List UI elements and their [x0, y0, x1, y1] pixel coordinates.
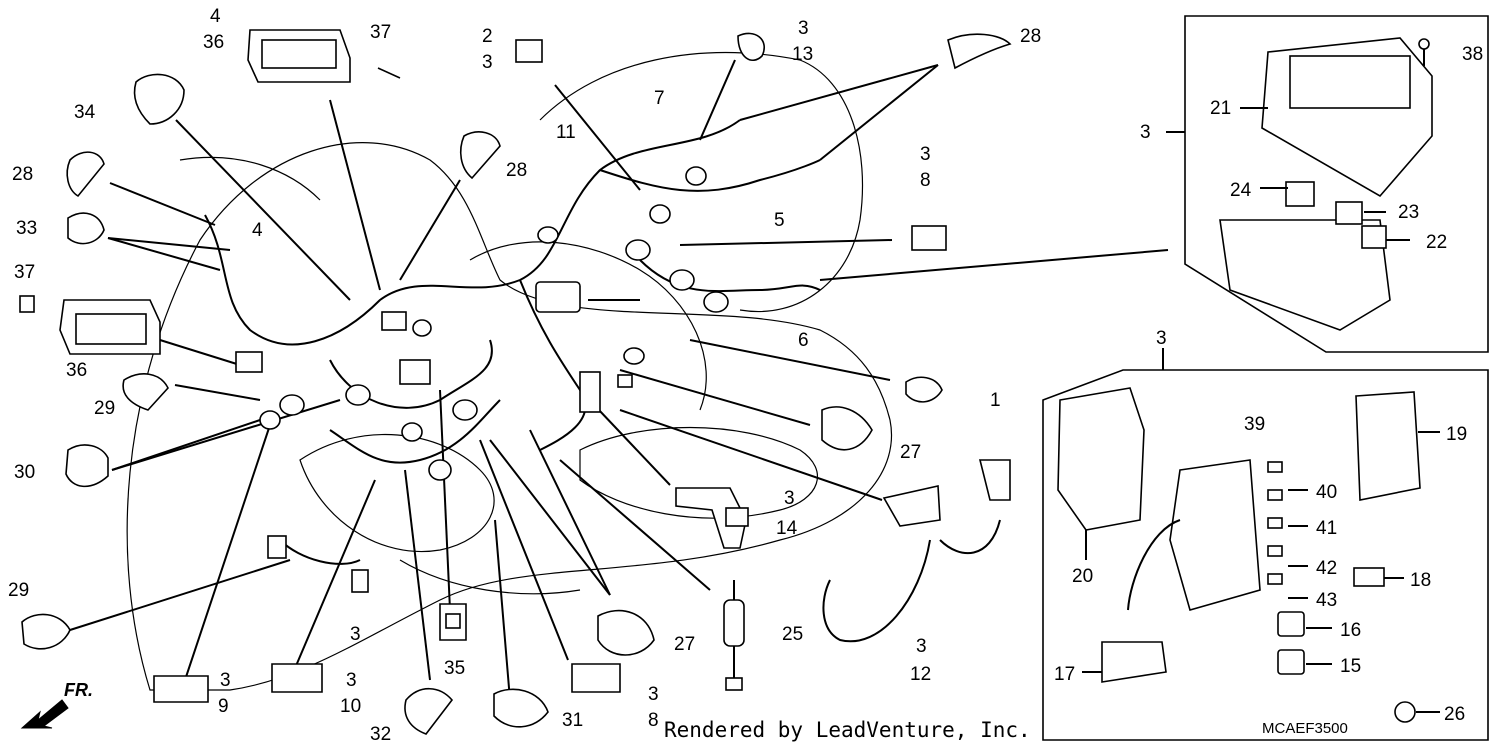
callout: 4	[210, 6, 221, 27]
callout: 6	[798, 330, 809, 351]
callout: 11	[556, 122, 576, 143]
callout: 27	[674, 634, 695, 655]
callout: 40	[1316, 482, 1337, 503]
callout: 28	[506, 160, 527, 181]
callout: 10	[340, 696, 361, 717]
callout: 28	[12, 164, 33, 185]
callout: 20	[1072, 566, 1093, 587]
callout: 8	[920, 170, 931, 191]
part-drawings	[19, 29, 1432, 735]
callout: 5	[774, 210, 785, 231]
callout: 3	[220, 670, 231, 691]
vehicle-body-outline	[126, 51, 892, 691]
diagram-code: MCAEF3500	[1262, 720, 1348, 737]
right-leaders	[1082, 107, 1440, 713]
callout: 31	[562, 710, 583, 731]
callout: 14	[776, 518, 798, 539]
callout: 32	[370, 724, 391, 745]
front-direction-label: FR.	[64, 680, 93, 700]
callout: 30	[14, 462, 35, 483]
callout: 21	[1210, 98, 1231, 119]
callout: 25	[782, 624, 803, 645]
fuse-box-group-lower	[1042, 369, 1489, 741]
callout: 3	[916, 636, 927, 657]
callout: 13	[792, 44, 813, 65]
callout: 38	[1462, 44, 1483, 65]
callout: 9	[218, 696, 229, 717]
callout: 3	[648, 684, 659, 705]
callout: 43	[1316, 590, 1337, 611]
callout: 34	[74, 102, 96, 123]
callout: 7	[654, 88, 665, 109]
callout: 12	[910, 664, 931, 685]
callout: 26	[1444, 704, 1465, 725]
callout: 3	[350, 624, 361, 645]
callout-numbers: 4 36 37 2 3 3 13 28 38 34 7 11 21 3 28 2…	[8, 6, 1483, 745]
harness-components	[235, 166, 729, 481]
callout: 42	[1316, 558, 1337, 579]
callout: 41	[1316, 518, 1337, 539]
callout: 37	[370, 22, 391, 43]
callout: 24	[1230, 180, 1252, 201]
callout: 4	[252, 220, 263, 241]
callout: 1	[990, 390, 1001, 411]
callout: 8	[648, 710, 659, 731]
callout: 3	[346, 670, 357, 691]
callout: 28	[1020, 26, 1041, 47]
callout: 3	[1156, 328, 1167, 349]
front-direction-arrow	[20, 699, 69, 729]
callout: 15	[1340, 656, 1361, 677]
callout: 27	[900, 442, 921, 463]
callout: 19	[1446, 424, 1467, 445]
callout: 3	[1140, 122, 1151, 143]
callout: 36	[203, 32, 224, 53]
callout: 35	[444, 658, 465, 679]
callout: 2	[482, 26, 493, 47]
fuse-box-group-upper	[1184, 15, 1489, 353]
callout: 3	[920, 144, 931, 165]
callout: 17	[1054, 664, 1075, 685]
callout: 23	[1398, 202, 1419, 223]
callout: 3	[482, 52, 493, 73]
callout: 22	[1426, 232, 1447, 253]
callout: 37	[14, 262, 35, 283]
footer-credit: Rendered by LeadVenture, Inc.	[664, 718, 1031, 742]
callout: 18	[1410, 570, 1431, 591]
callout: 3	[798, 18, 809, 39]
callout: 16	[1340, 620, 1361, 641]
callout: 39	[1244, 414, 1265, 435]
callout: 3	[784, 488, 795, 509]
callout: 33	[16, 218, 37, 239]
callout: 29	[94, 398, 115, 419]
callout: 36	[66, 360, 87, 381]
callout: 29	[8, 580, 29, 601]
